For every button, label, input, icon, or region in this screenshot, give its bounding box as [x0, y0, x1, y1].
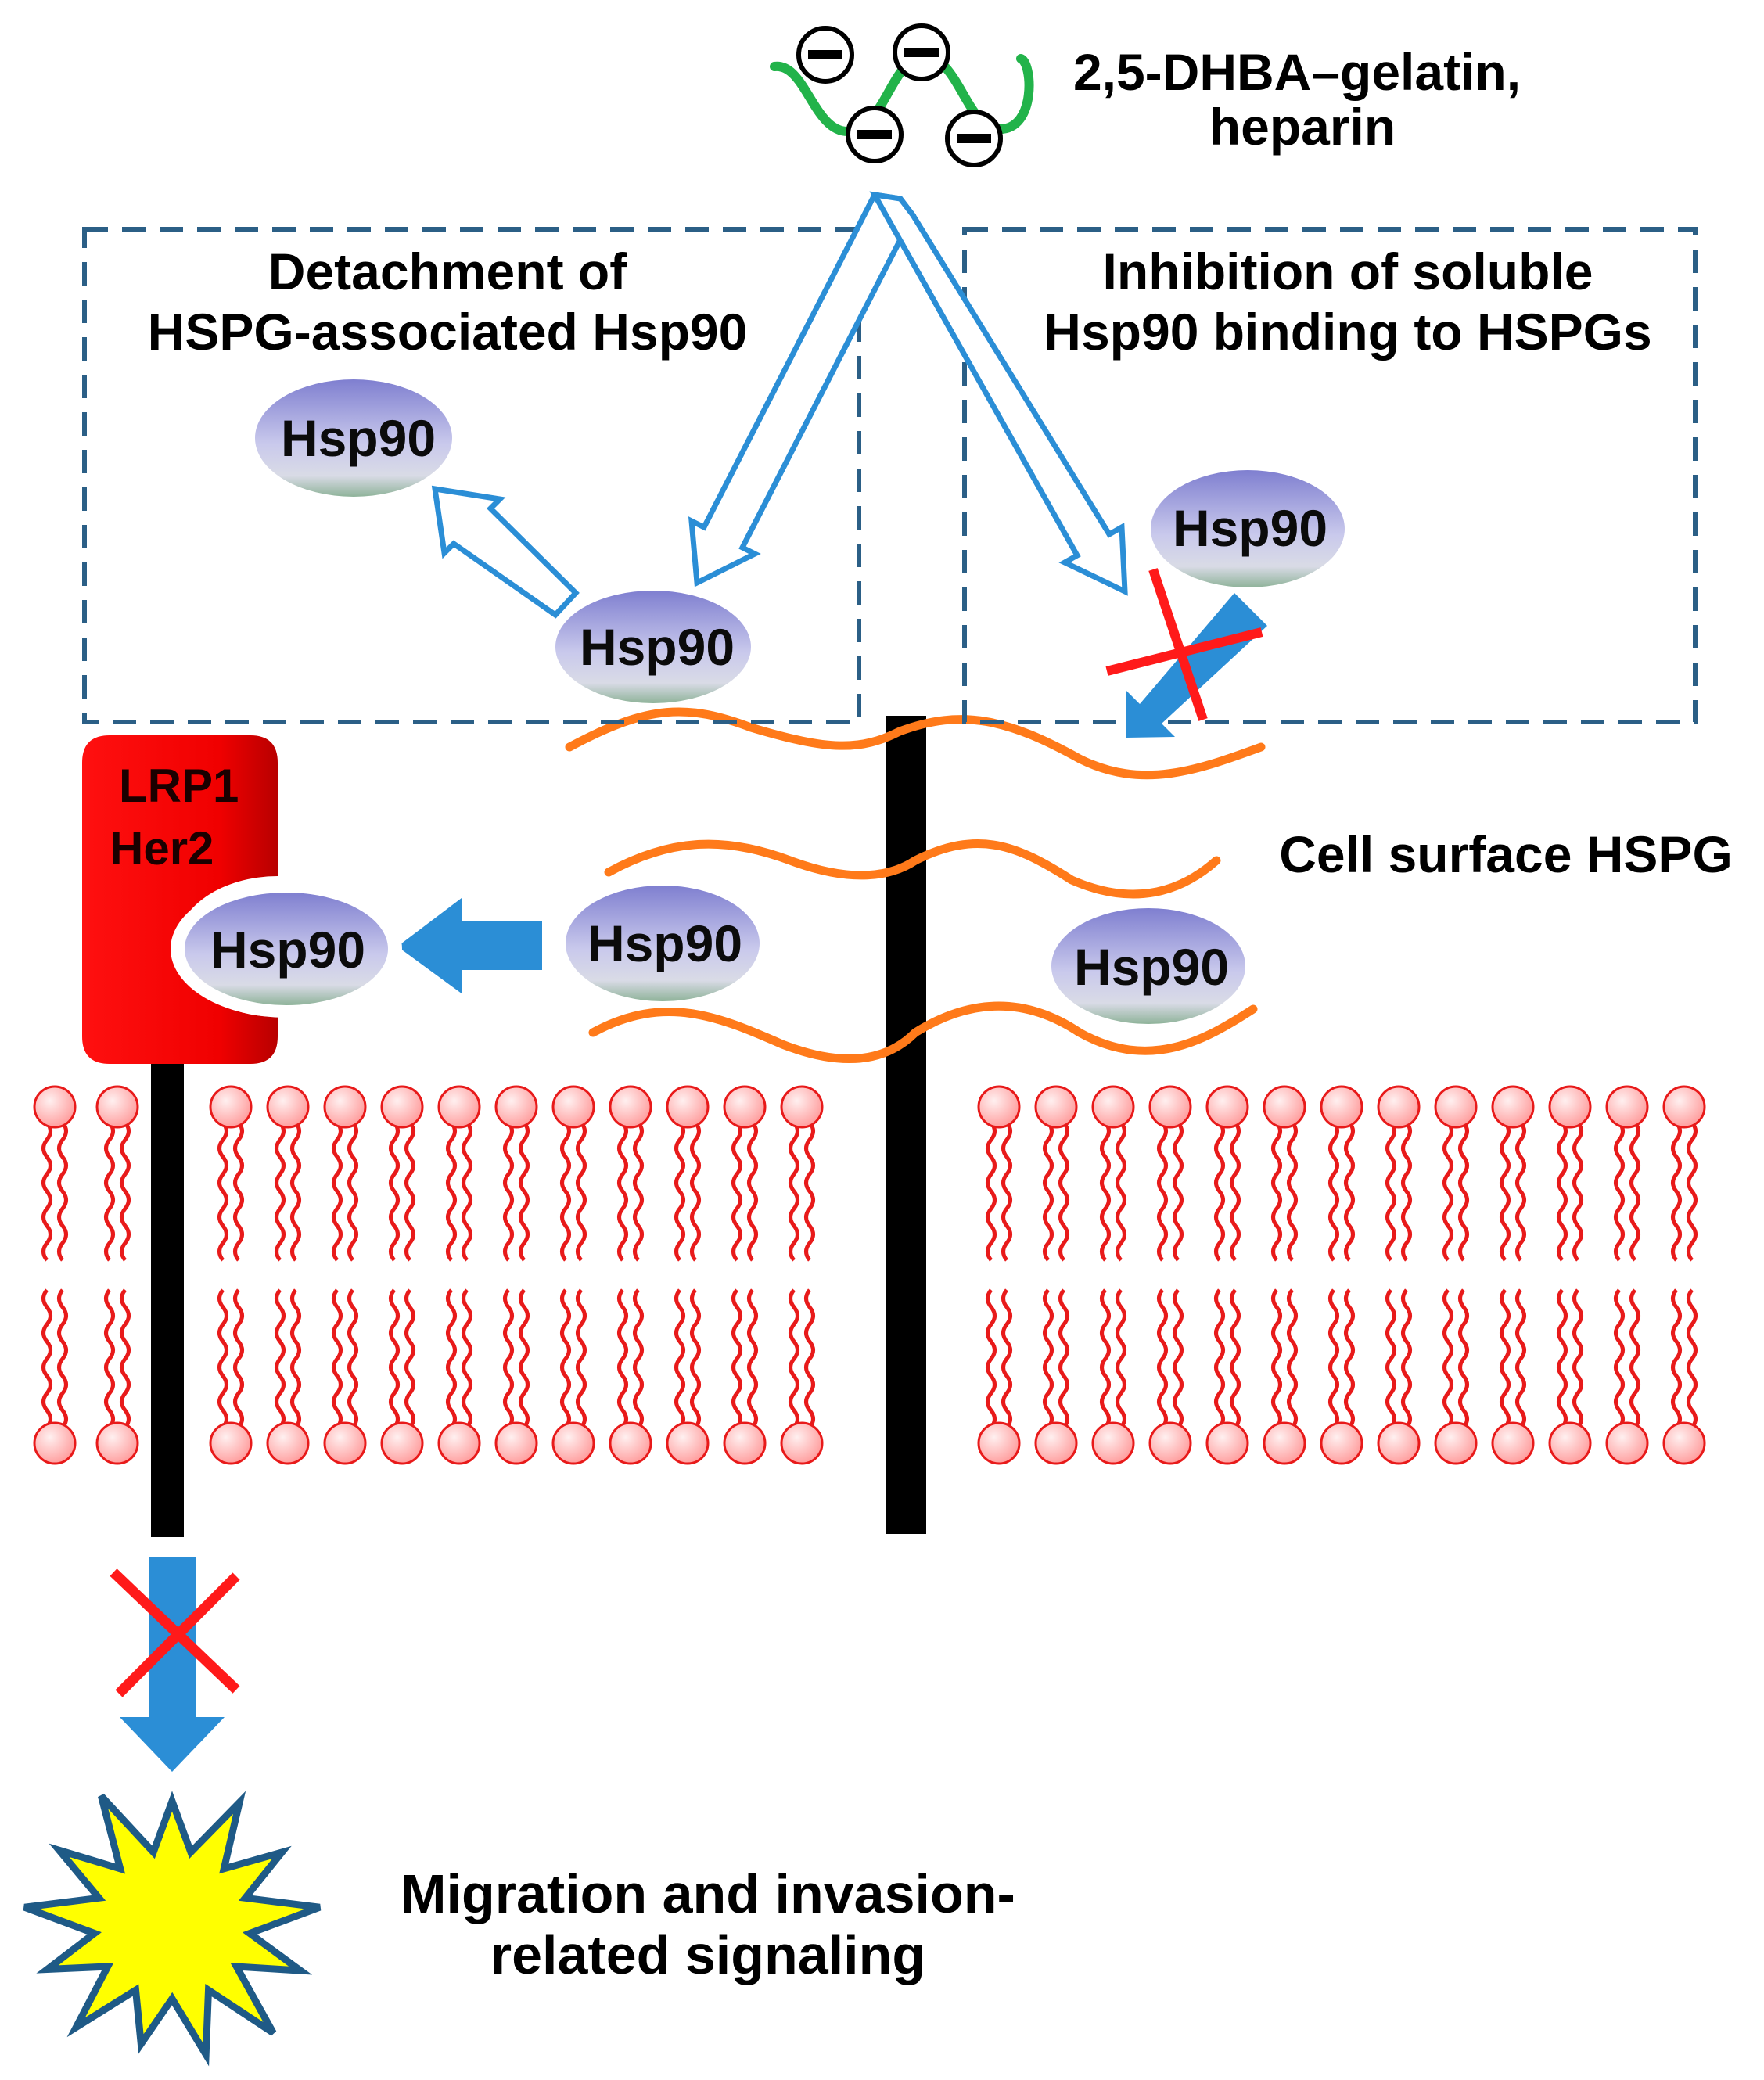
- right-box-title-line1: Inhibition of soluble: [1103, 242, 1593, 300]
- phospholipid-pair: [33, 1085, 77, 1465]
- dashed-boxes: [82, 227, 1698, 724]
- open-arrow-detachment: [431, 485, 580, 619]
- open-arrows: [431, 191, 1128, 619]
- svg-text:Hsp90: Hsp90: [210, 921, 365, 979]
- hspg-label: Cell surface HSPG: [1279, 825, 1733, 883]
- heparan-sulfate-chains: [565, 707, 1266, 1064]
- phospholipid-pair: [266, 1085, 310, 1465]
- signaling-arrow: [120, 1557, 225, 1772]
- right-box-title-line2: Hsp90 binding to HSPGs: [1044, 303, 1651, 361]
- molecule-label-line2: heparin: [1209, 98, 1396, 156]
- hsp90-bound-hspg: Hsp90: [555, 591, 751, 703]
- starburst-icon: [23, 1791, 322, 2067]
- svg-text:Hsp90: Hsp90: [587, 914, 742, 972]
- phospholipid-pair: [1148, 1085, 1192, 1465]
- outcome-label-line2: related signaling: [490, 1924, 925, 1985]
- left-box-title-line2: HSPG-associated Hsp90: [148, 303, 748, 361]
- phospholipid-pair: [494, 1085, 538, 1465]
- phospholipid-pair: [1377, 1085, 1421, 1465]
- phospholipid-pair: [380, 1085, 424, 1465]
- lrp1-her2-receptor: LRP1 Her2: [82, 735, 278, 1537]
- open-arrow-to-hsp90-right: [869, 191, 1128, 596]
- heparin-molecule: [770, 23, 1034, 167]
- red-x-icon: [110, 1568, 240, 1697]
- negative-charge-icon: [945, 110, 1003, 167]
- phospholipid-pair: [1205, 1085, 1249, 1465]
- phospholipid-pair: [609, 1085, 652, 1465]
- right-dashed-box: [962, 227, 1698, 724]
- receptor-label-line2: Her2: [110, 822, 214, 875]
- hs-chain-top: [565, 707, 1266, 780]
- hsp90-detached: Hsp90: [255, 379, 452, 497]
- phospholipid-pair: [323, 1085, 367, 1465]
- svg-text:Hsp90: Hsp90: [1074, 938, 1229, 996]
- phospholipid-pair: [1091, 1085, 1135, 1465]
- phospholipid-pair: [437, 1085, 481, 1465]
- hs-chain-bottom: [588, 1001, 1258, 1064]
- molecule-label-line1: 2,5-DHBA–gelatin,: [1073, 43, 1521, 101]
- phospholipid-pair: [780, 1085, 824, 1465]
- outcome-label-line1: Migration and invasion-: [401, 1863, 1015, 1924]
- hsp90-receptor-bound: Hsp90: [171, 880, 402, 1018]
- lipid-bilayer: [33, 1085, 1706, 1465]
- negative-charge-icon: [796, 26, 854, 84]
- phospholipid-pair: [1034, 1085, 1078, 1465]
- phospholipid-pair: [1662, 1085, 1706, 1465]
- phospholipid-pair: [723, 1085, 767, 1465]
- phospholipid-pair: [551, 1085, 595, 1465]
- phospholipid-pair: [1605, 1085, 1649, 1465]
- phospholipid-pair: [1548, 1085, 1592, 1465]
- phospholipid-pair: [977, 1085, 1021, 1465]
- phospholipid-pair: [95, 1085, 139, 1465]
- negative-charge-icon: [893, 23, 950, 81]
- phospholipid-pair: [1320, 1085, 1363, 1465]
- phospholipid-pair: [666, 1085, 710, 1465]
- hs-chain-middle: [604, 839, 1221, 899]
- phospholipid-pair: [1491, 1085, 1535, 1465]
- svg-text:Hsp90: Hsp90: [281, 409, 436, 467]
- phospholipid-pair: [209, 1085, 253, 1465]
- phospholipid-pair: [1434, 1085, 1478, 1465]
- hsp90-hspg-right: Hsp90: [1051, 908, 1245, 1024]
- svg-text:Hsp90: Hsp90: [1173, 499, 1327, 557]
- left-box-title-line1: Detachment of: [268, 242, 627, 300]
- solid-arrow-to-receptor: [397, 898, 542, 993]
- open-arrow-to-hsp90-left: [688, 192, 917, 587]
- negative-charge-icon: [846, 106, 904, 163]
- hsp90-soluble: Hsp90: [1151, 470, 1345, 587]
- red-x-icon: [1105, 568, 1263, 721]
- hsp90-hspg-middle: Hsp90: [566, 886, 760, 1001]
- left-dashed-box: [82, 227, 861, 724]
- blocked-binding-arrow: [1126, 593, 1267, 738]
- hspg-core-protein: [886, 716, 926, 1534]
- phospholipid-pair: [1263, 1085, 1306, 1465]
- receptor-label-line1: LRP1: [119, 760, 239, 812]
- svg-text:Hsp90: Hsp90: [580, 618, 735, 676]
